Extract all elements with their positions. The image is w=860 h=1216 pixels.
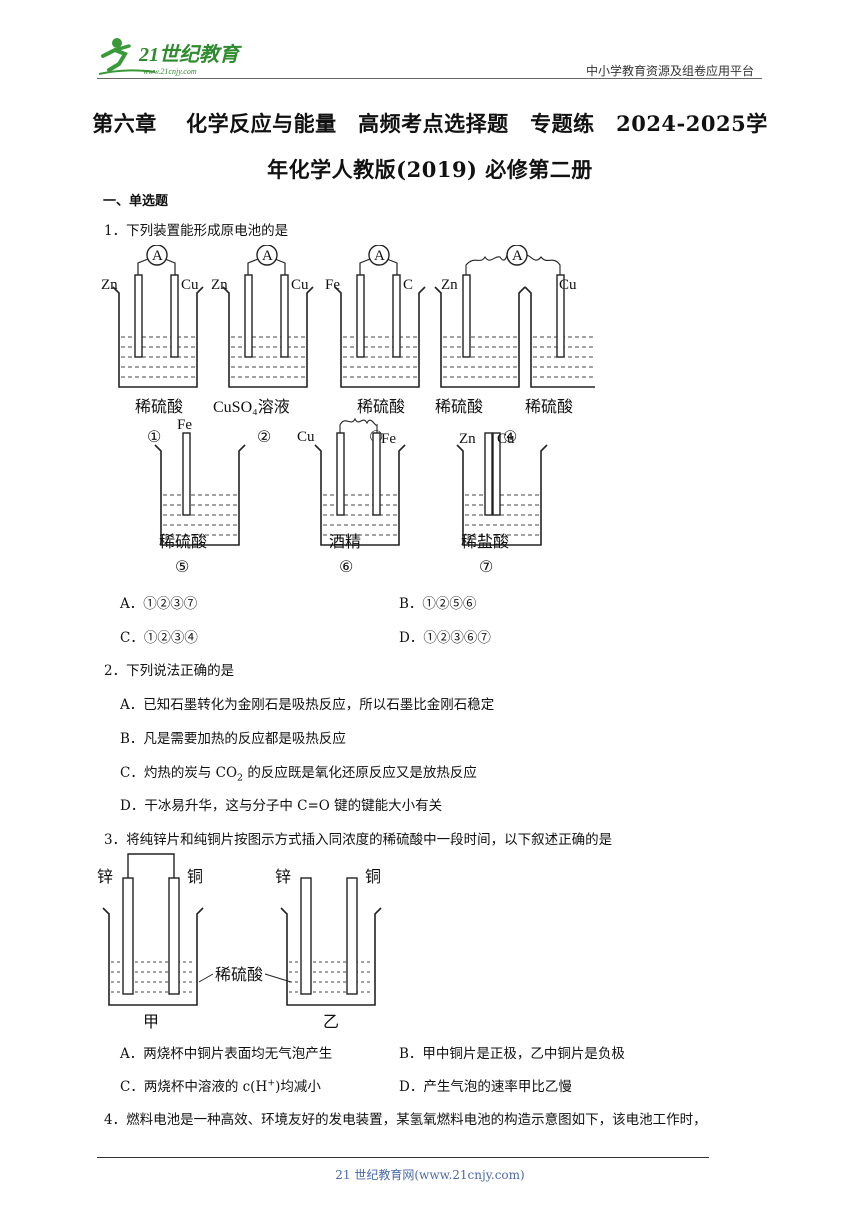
svg-text:甲: 甲 <box>143 1014 159 1031</box>
svg-text:稀硫酸: 稀硫酸 <box>525 398 573 416</box>
q1-figure: A Zn Cu 稀硫酸 ① A Zn Cu CuSO₄溶液 ② A Fe C 稀… <box>101 245 595 576</box>
svg-text:Cu: Cu <box>181 277 199 293</box>
q3-figure: 锌 铜 甲 锌 铜 乙 稀硫酸 <box>97 853 382 1031</box>
svg-text:Cu: Cu <box>559 277 577 293</box>
beaker-jia: 锌 铜 甲 <box>97 853 204 1031</box>
footer-text[interactable]: 21 世纪教育网(www.21cnjy.com) <box>335 1168 525 1182</box>
svg-text:Cu: Cu <box>497 431 515 447</box>
document-title-line-2: 年化学人教版(2019) 必修第二册 <box>267 157 593 182</box>
q1-option-d[interactable]: D．①②③⑥⑦ <box>399 630 491 646</box>
svg-text:Cu: Cu <box>291 277 309 293</box>
q3-option-b[interactable]: B．甲中铜片是正极，乙中铜片是负极 <box>399 1046 625 1062</box>
logo-url: www.21cnjy.com <box>143 67 197 76</box>
ammeter-icon <box>146 245 168 266</box>
header-platform-text: 中小学教育资源及组卷应用平台 <box>585 64 754 78</box>
q2-option-c[interactable]: C．灼热的炭与 CO2 的反应既是氧化还原反应又是放热反应 <box>120 765 477 784</box>
svg-text:乙: 乙 <box>323 1014 339 1031</box>
svg-text:Fe: Fe <box>177 417 192 433</box>
site-logo: 21世纪教育 www.21cnjy.com <box>98 38 242 76</box>
svg-text:④: ④ <box>503 429 517 446</box>
svg-text:锌: 锌 <box>97 868 113 886</box>
beaker-7-num: ⑦ <box>479 559 493 576</box>
document-title-line-1: 第六章 化学反应与能量 高频考点选择题 专题练 2024-2025学 <box>92 111 768 136</box>
svg-text:A: A <box>374 248 385 264</box>
svg-text:Cu: Cu <box>297 429 315 445</box>
question-4-stem: 4．燃料电池是一种高效、环境友好的发电装置，某氢氧燃料电池的构造示意图如下，该电… <box>104 1112 707 1128</box>
svg-text:①: ① <box>147 429 161 446</box>
q1-option-c[interactable]: C．①②③④ <box>120 630 198 646</box>
section-heading: 一、单选题 <box>103 194 169 209</box>
svg-text:Zn: Zn <box>101 277 118 293</box>
q2-option-d[interactable]: D．干冰易升华，这与分子中 C=O 键的键能大小有关 <box>120 798 443 814</box>
svg-text:C: C <box>403 277 413 293</box>
beaker-5-num: ⑤ <box>175 559 189 576</box>
ammeter-icon <box>256 245 278 266</box>
beaker-6-num: ⑥ <box>339 559 353 576</box>
logo-text: 21世纪教育 <box>138 43 242 66</box>
header-divider <box>97 78 762 79</box>
q3-option-a[interactable]: A．两烧杯中铜片表面均无气泡产生 <box>120 1046 333 1062</box>
ammeter-icon <box>368 245 390 266</box>
beaker-yi: 锌 铜 乙 <box>275 868 382 1031</box>
question-1-stem: 1．下列装置能形成原电池的是 <box>104 223 289 239</box>
beaker-6: Cu Fe <box>297 417 406 546</box>
svg-text:稀硫酸: 稀硫酸 <box>135 398 183 416</box>
q1-option-a[interactable]: A．①②③⑦ <box>120 596 198 612</box>
svg-text:CuSO₄溶液: CuSO₄溶液 <box>213 398 290 416</box>
svg-text:铜: 铜 <box>365 868 381 886</box>
beaker-3: A Fe C 稀硫酸 ③ <box>325 245 426 446</box>
beaker-5-solution: 稀硫酸 <box>159 533 207 551</box>
svg-text:Fe: Fe <box>325 277 340 293</box>
beaker-7: Zn Cu <box>456 431 548 546</box>
beaker-2: A Zn Cu CuSO₄溶液 ② <box>211 245 314 446</box>
beaker-6-solution: 酒精 <box>329 533 361 551</box>
svg-text:Zn: Zn <box>211 277 228 293</box>
svg-text:锌: 锌 <box>275 868 291 886</box>
beaker-7-solution: 稀盐酸 <box>461 533 509 551</box>
svg-text:A: A <box>152 248 163 264</box>
svg-text:Fe: Fe <box>381 431 396 447</box>
q2-option-a[interactable]: A．已知石墨转化为金刚石是吸热反应，所以石墨比金刚石稳定 <box>120 697 495 713</box>
svg-text:Zn: Zn <box>441 277 458 293</box>
question-3-stem: 3．将纯锌片和纯铜片按图示方式插入同浓度的稀硫酸中一段时间，以下叙述正确的是 <box>104 832 613 848</box>
svg-text:稀硫酸: 稀硫酸 <box>435 398 483 416</box>
footer-divider <box>97 1157 709 1158</box>
svg-text:A: A <box>512 248 523 264</box>
beaker-5: Fe <box>154 417 246 546</box>
runner-logo-icon <box>98 38 156 75</box>
q2-option-b[interactable]: B．凡是需要加热的反应都是吸热反应 <box>120 731 346 747</box>
beaker-1: A Zn Cu 稀硫酸 ① <box>101 245 204 446</box>
svg-text:铜: 铜 <box>187 868 203 886</box>
ammeter-icon <box>506 245 528 266</box>
q3-option-d[interactable]: D．产生气泡的速率甲比乙慢 <box>399 1079 572 1095</box>
q1-option-b[interactable]: B．①②⑤⑥ <box>399 596 477 612</box>
q3-option-c[interactable]: C．两烧杯中溶液的 c(H+)均减小 <box>120 1077 321 1096</box>
svg-text:A: A <box>262 248 273 264</box>
svg-text:Zn: Zn <box>459 431 476 447</box>
beaker-4: A Zn Cu 稀硫酸 稀硫酸 ④ <box>434 245 595 446</box>
svg-text:②: ② <box>257 429 271 446</box>
question-2-stem: 2．下列说法正确的是 <box>104 663 235 679</box>
acid-label: 稀硫酸 <box>215 966 263 984</box>
svg-text:稀硫酸: 稀硫酸 <box>357 398 405 416</box>
